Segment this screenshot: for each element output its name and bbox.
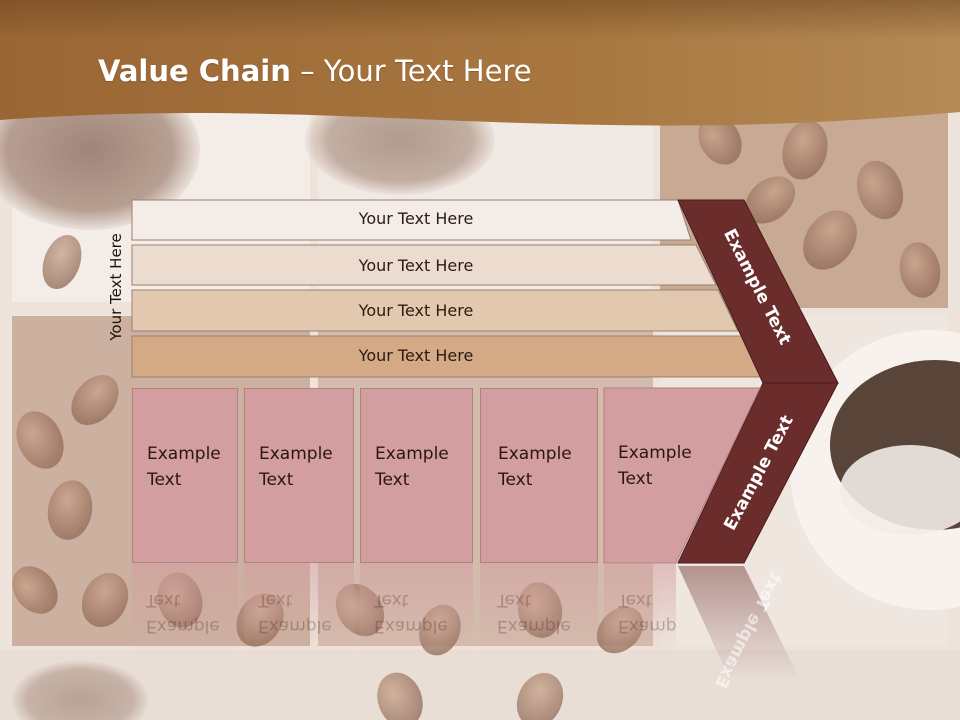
row-label-1: Your Text Here [358, 209, 474, 228]
row-label-2: Your Text Here [358, 256, 474, 275]
slide-title-rest: – Your Text Here [290, 54, 532, 88]
row-bar-2 [131, 244, 717, 286]
row-label-3: Your Text Here [358, 301, 474, 320]
row-bar-1 [131, 199, 692, 241]
slide-title-bold: Value Chain [98, 54, 291, 88]
row-bar-3 [131, 289, 739, 332]
chevron-reflection [678, 566, 800, 680]
row-label-4: Your Text Here [358, 346, 474, 365]
slide-title: Value Chain – Your Text Here [98, 54, 532, 88]
